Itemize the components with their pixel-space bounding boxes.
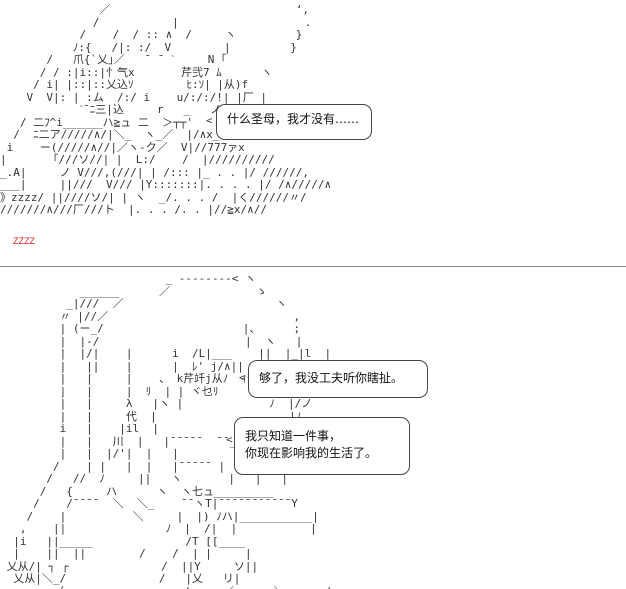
speech-tail-1: < <box>239 371 246 384</box>
speech-tail-top: < <box>206 114 213 127</box>
speech-bubble-1: 够了，我没工夫听你瞎扯。 <box>248 360 428 398</box>
speech-bubble-top: 什么圣母，我才没有…… <box>216 104 372 140</box>
panel-divider <box>0 266 626 267</box>
speech-tail-2: < <box>226 433 233 446</box>
speech-text-2-line-1: 我只知道一件事， <box>245 429 342 443</box>
speech-text-2-line-2: 你现在影响我的生活了。 <box>245 446 378 460</box>
speech-bubble-2: 我只知道一件事， 你现在影响我的生活了。 <box>234 417 410 475</box>
bottom-panel: _ -‐‐‐‐‐‐‐< ヽ ______ ／ ゝ _|/// ／ ヽ 〃 |//… <box>0 267 626 589</box>
sleep-sound-text: ZZZZ <box>13 236 35 246</box>
top-panel: ／ ‘, / | . / / / :: ∧ / ヽ } ﾉ:{ /|: :/ V… <box>0 0 626 266</box>
speech-text-top: 什么圣母，我才没有…… <box>227 112 360 126</box>
ascii-art-girl-top: ／ ‘, / | . / / / :: ∧ / ヽ } ﾉ:{ /|: :/ V… <box>0 3 332 216</box>
speech-text-1: 够了，我没工夫听你瞎扯。 <box>259 371 404 385</box>
